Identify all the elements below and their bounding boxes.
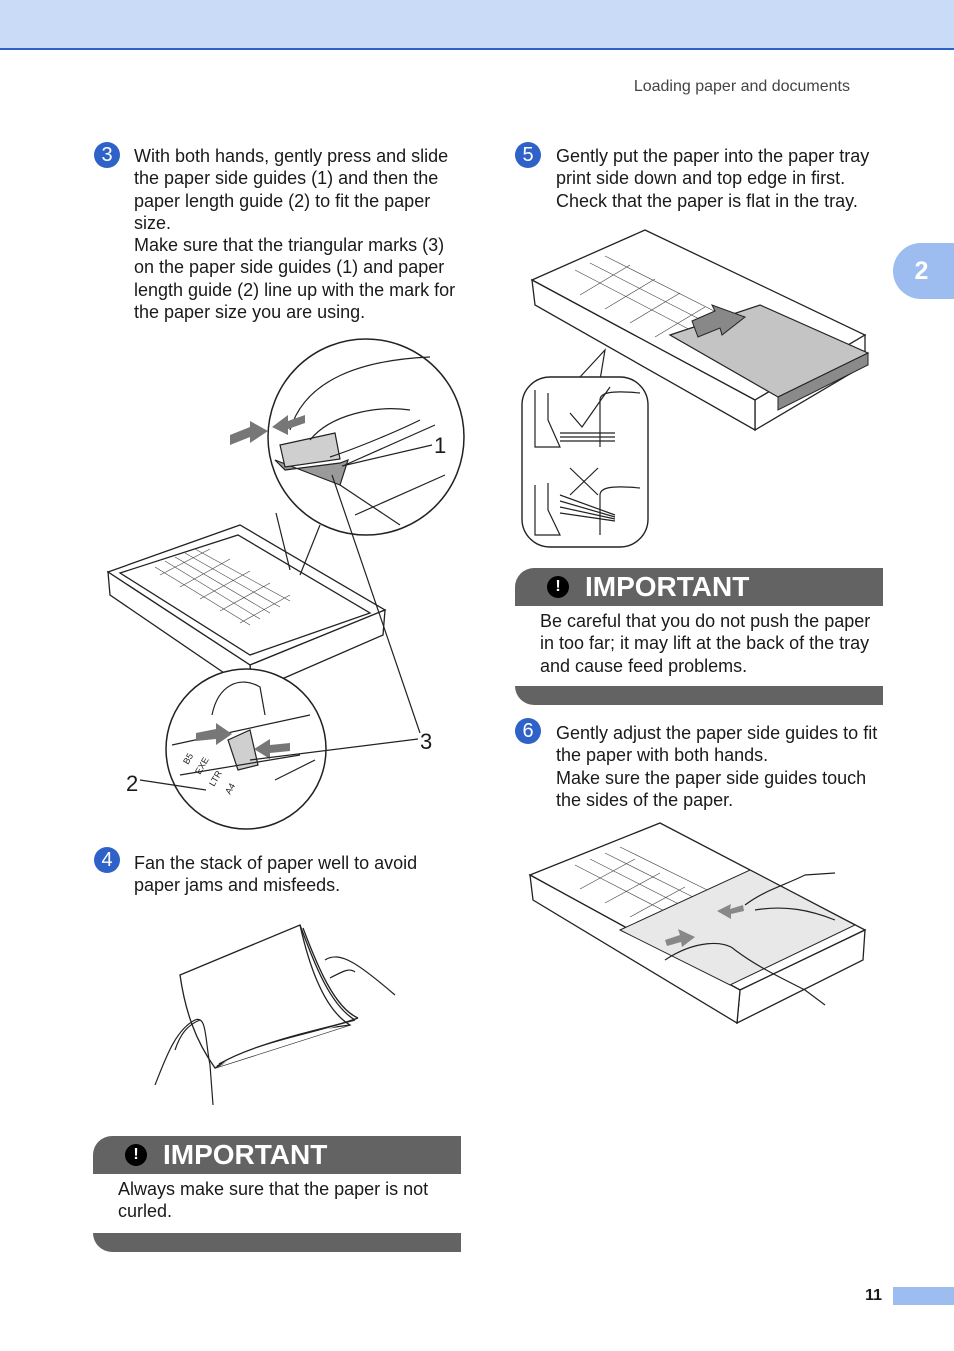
step-6-paragraph-1: Gently adjust the paper side guides to f… (556, 723, 878, 766)
adjust-guides-illustration (528, 822, 867, 1025)
tray-label-b5: B5 (181, 751, 195, 766)
step-number-6: 6 (515, 718, 541, 744)
step-number-4: 4 (94, 847, 120, 873)
important-footer-2 (515, 686, 883, 705)
step-4-paragraph-1: Fan the stack of paper well to avoid pap… (134, 853, 418, 896)
insert-paper-illustration (521, 229, 870, 548)
step-number-3: 3 (94, 142, 120, 168)
page-number: 11 (865, 1287, 882, 1304)
important-text-2: Be careful that you do not push the pape… (540, 611, 871, 676)
step-5-text: Gently put the paper into the paper tray… (556, 145, 886, 212)
step-4-text: Fan the stack of paper well to avoid pap… (134, 852, 454, 897)
leader-line-2 (139, 779, 207, 791)
step-3-text: With both hands, gently press and slide … (134, 145, 464, 323)
page-tab-marker (893, 1287, 954, 1305)
step-3-paragraph-1: With both hands, gently press and slide … (134, 146, 449, 233)
step-6-text: Gently adjust the paper side guides to f… (556, 722, 886, 811)
leader-line-3b (249, 738, 419, 761)
leader-line-1 (341, 444, 433, 467)
callout-3: 3 (420, 729, 432, 754)
top-banner (0, 0, 954, 50)
important-footer-1 (93, 1233, 461, 1252)
running-header: Loading paper and documents (633, 78, 850, 95)
step-5-paragraph-1: Gently put the paper into the paper tray… (556, 146, 870, 211)
step-6-paragraph-2: Make sure the paper side guides touch th… (556, 767, 867, 810)
step-number-5: 5 (515, 142, 541, 168)
callout-1: 1 (434, 433, 446, 458)
fanning-paper-illustration (154, 924, 396, 1106)
paper-guides-illustration: B5 EXE LTR A4 1 3 2 (106, 338, 465, 830)
important-header-2: ! IMPORTANT (515, 568, 883, 606)
exclamation-icon: ! (125, 1144, 147, 1166)
important-title-1: IMPORTANT (163, 1139, 328, 1170)
step-3-paragraph-2: Make sure that the triangular marks (3) … (134, 235, 456, 323)
chapter-tab: 2 (893, 243, 954, 299)
important-text-1: Always make sure that the paper is not c… (118, 1179, 429, 1222)
important-title-2: IMPORTANT (585, 571, 750, 602)
leader-line-3a (331, 474, 421, 734)
callout-2: 2 (126, 771, 138, 796)
exclamation-icon: ! (547, 576, 569, 598)
tray-label-a4: A4 (223, 781, 237, 796)
important-header-1: ! IMPORTANT (93, 1136, 461, 1174)
